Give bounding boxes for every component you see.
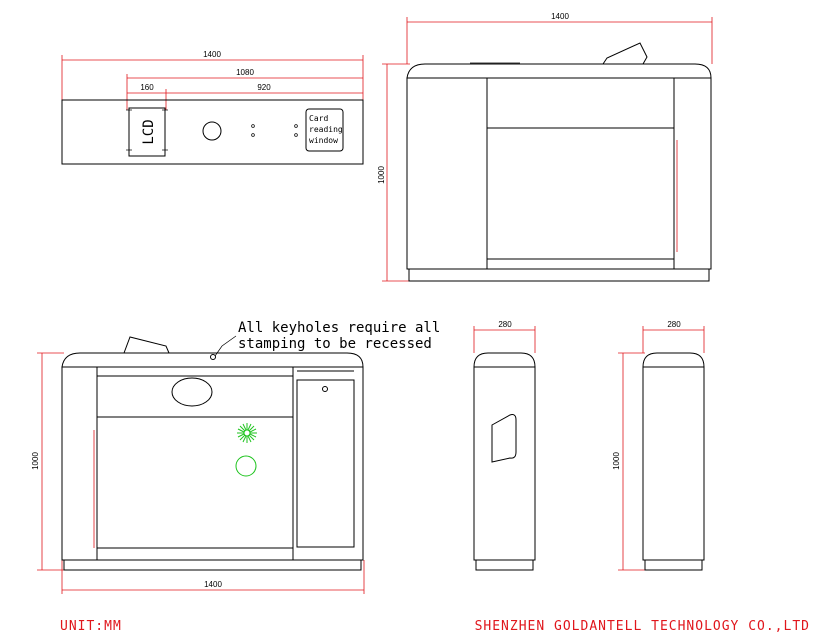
- side-right-body: [642, 366, 705, 561]
- side-right-base: [644, 559, 703, 571]
- card-label-line-2: reading: [309, 125, 343, 134]
- keyhole-icon: [322, 386, 328, 392]
- top-dim-inner: 1080: [126, 68, 363, 110]
- top-dim-overall: 1400: [61, 50, 364, 100]
- top-dim-lcd-label: 160: [140, 83, 154, 92]
- front-base: [408, 268, 710, 282]
- top-view-body: [61, 99, 364, 165]
- card-label-line-3: window: [309, 136, 338, 145]
- side-view-right: 280 1000: [612, 320, 705, 571]
- side-right-dim-depth: 280: [642, 320, 705, 353]
- hole-icon: [294, 124, 298, 128]
- lcd-panel: LCD: [126, 107, 168, 157]
- front-view: 1400 1000: [377, 12, 713, 282]
- lcd-label: LCD: [141, 119, 157, 144]
- rear-dim-height: 1000: [31, 352, 64, 571]
- note-line-2: stamping to be recessed: [238, 336, 432, 352]
- rear-dim-width-label: 1400: [204, 580, 222, 589]
- side-dim-height-label: 1000: [612, 452, 621, 470]
- keyhole-icon: [210, 354, 216, 360]
- side-left-base: [475, 559, 534, 571]
- front-body: [406, 77, 712, 270]
- sensor-circle-icon: [235, 455, 257, 477]
- side-right-top-cap: [642, 352, 705, 368]
- rear-view: All keyholes require all stamping to be …: [31, 320, 440, 594]
- rear-dim-height-label: 1000: [31, 452, 40, 470]
- side-left-dim-depth-label: 280: [498, 320, 512, 329]
- top-dim-split: 160 920: [127, 83, 363, 110]
- side-dim-height: 1000: [612, 352, 645, 571]
- side-left-dim-depth: 280: [473, 320, 536, 353]
- hole-icon: [294, 133, 298, 137]
- side-handle-icon: [491, 414, 517, 463]
- front-dim-height-label: 1000: [377, 166, 386, 184]
- side-right-dim-depth-label: 280: [667, 320, 681, 329]
- top-dim-right-label: 920: [257, 83, 271, 92]
- card-reader-wedge: [602, 42, 648, 65]
- side-left-body: [473, 366, 536, 561]
- side-view-left: 280: [473, 320, 536, 571]
- front-dim-width-label: 1400: [551, 12, 569, 21]
- rear-top-cap: [61, 352, 364, 368]
- top-dim-overall-label: 1400: [203, 50, 221, 59]
- side-left-top-cap: [473, 352, 536, 368]
- note-line-1: All keyholes require all: [238, 320, 440, 336]
- rear-base: [63, 559, 362, 571]
- unit-label: UNIT:MM: [60, 619, 122, 634]
- round-button-icon: [202, 121, 222, 141]
- company-name: SHENZHEN GOLDANTELL TECHNOLOGY CO.,LTD: [475, 619, 810, 634]
- front-dim-width: 1400: [406, 12, 713, 64]
- top-dim-inner-label: 1080: [236, 68, 254, 77]
- card-reader-wedge-rear: [123, 336, 170, 354]
- front-top-cap: [406, 63, 712, 79]
- rear-body: [61, 366, 364, 561]
- hole-icon: [251, 133, 255, 137]
- rear-service-door: [296, 379, 355, 548]
- hole-icon: [251, 124, 255, 128]
- front-dim-height: 1000: [377, 63, 410, 282]
- rear-dim-width: 1400: [61, 560, 365, 594]
- card-reading-window: Card reading window: [305, 108, 344, 152]
- sensor-burst-icon: [237, 423, 257, 443]
- top-view: 1400 1080 160 920 LCD: [61, 50, 364, 165]
- card-label-line-1: Card: [309, 114, 328, 123]
- handle-icon: [171, 377, 213, 407]
